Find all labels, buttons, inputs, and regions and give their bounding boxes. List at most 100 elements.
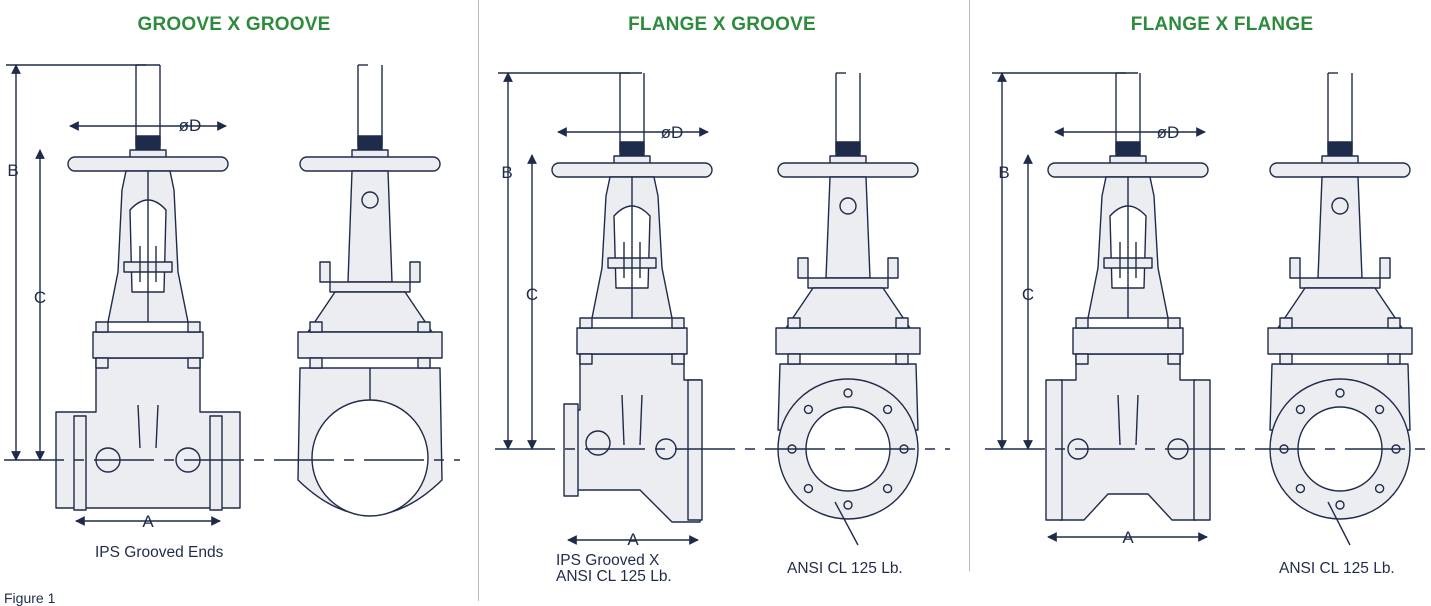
dim-c-label: C bbox=[1022, 285, 1034, 304]
stem-nut bbox=[1115, 141, 1141, 157]
bonnet-bolt bbox=[1167, 353, 1181, 365]
dim-c-label: C bbox=[526, 285, 538, 304]
caption-ansi-cl125-right: ANSI CL 125 Lb. bbox=[1279, 560, 1395, 577]
bonnet-bolt bbox=[1167, 317, 1181, 329]
gland-side bbox=[329, 281, 411, 293]
bonnet-side bbox=[1277, 287, 1403, 329]
dim-a-label: A bbox=[142, 512, 154, 531]
caption-ips-grooved-ends: IPS Grooved Ends bbox=[95, 544, 224, 561]
bonnet-bolt bbox=[1279, 353, 1293, 365]
handwheel bbox=[1269, 162, 1411, 178]
bonnet-flange bbox=[92, 331, 204, 359]
bonnet-bolt bbox=[309, 357, 323, 369]
stem-nut bbox=[135, 135, 161, 151]
bonnet-flange-side bbox=[297, 331, 443, 359]
caption-ansi-cl125-middle: ANSI CL 125 Lb. bbox=[787, 560, 903, 577]
bonnet-side bbox=[307, 291, 433, 333]
stem-nut bbox=[619, 141, 645, 157]
gland-bolt bbox=[887, 257, 899, 279]
bonnet-bolt bbox=[787, 317, 801, 329]
flange-end-left bbox=[1045, 379, 1063, 521]
bonnet-bolt bbox=[1075, 353, 1089, 365]
body-rib bbox=[1117, 394, 1139, 446]
panel-title-flange-flange: FLANGE X FLANGE bbox=[1130, 14, 1314, 35]
gland-bolt bbox=[1289, 257, 1301, 279]
bonnet-bolt bbox=[1075, 317, 1089, 329]
valve-body bbox=[1059, 353, 1197, 521]
body-rib bbox=[137, 404, 159, 449]
bonnet-flange-side bbox=[1267, 327, 1413, 355]
panel-divider bbox=[969, 0, 970, 571]
gland-bolt bbox=[797, 257, 809, 279]
flange-bolt-hole bbox=[1335, 388, 1345, 398]
flange-bolt-hole bbox=[1295, 483, 1306, 494]
gland-side bbox=[1299, 277, 1381, 289]
bonnet-bolt bbox=[671, 317, 685, 329]
bonnet-bolt bbox=[417, 321, 431, 333]
flange-bolt-hole bbox=[803, 404, 814, 415]
bonnet-bolt bbox=[787, 353, 801, 365]
flange-bolt-hole bbox=[882, 483, 893, 494]
pipe-bore bbox=[311, 399, 429, 517]
flange-bolt-hole bbox=[882, 404, 893, 415]
flange-bolt-hole bbox=[803, 483, 814, 494]
flange-bolt-hole bbox=[1374, 483, 1385, 494]
yoke-side bbox=[1317, 176, 1363, 279]
groove-end-left bbox=[73, 415, 87, 511]
flange-bolt-hole bbox=[1374, 404, 1385, 415]
stem-nut bbox=[835, 141, 861, 157]
groove-end-right bbox=[209, 415, 223, 511]
bonnet-flange-side bbox=[775, 327, 921, 355]
yoke-side bbox=[825, 176, 871, 279]
stem-nut bbox=[357, 135, 383, 151]
stem-nut bbox=[1327, 141, 1353, 157]
figure-label: Figure 1 bbox=[4, 590, 56, 606]
gland-bolt bbox=[409, 261, 421, 283]
yoke-hole bbox=[839, 197, 857, 215]
bonnet-bolt bbox=[1279, 317, 1293, 329]
bonnet-bolt bbox=[671, 353, 685, 365]
bonnet-side bbox=[785, 287, 911, 329]
bonnet-bolt bbox=[579, 317, 593, 329]
handwheel bbox=[777, 162, 919, 178]
bonnet-bolt bbox=[95, 357, 109, 369]
bonnet-bolt bbox=[187, 321, 201, 333]
bonnet-bolt bbox=[895, 317, 909, 329]
handwheel bbox=[551, 162, 713, 178]
bonnet-bolt bbox=[309, 321, 323, 333]
bonnet-flange bbox=[1072, 327, 1184, 355]
flange-bolt-hole bbox=[1295, 404, 1306, 415]
dim-b-label: B bbox=[998, 163, 1009, 182]
panel-title-flange-groove: FLANGE X GROOVE bbox=[628, 14, 816, 35]
dim-d-label: øD bbox=[661, 123, 684, 142]
dim-d-label: øD bbox=[179, 116, 202, 135]
dim-b-label: B bbox=[501, 163, 512, 182]
gland-side bbox=[807, 277, 889, 289]
flange-end-right bbox=[1193, 379, 1211, 521]
dim-d-label: øD bbox=[1157, 123, 1180, 142]
flange-bolt-hole bbox=[843, 500, 853, 510]
panel-divider bbox=[478, 0, 479, 601]
yoke-hole bbox=[361, 191, 379, 209]
body-port bbox=[585, 430, 611, 456]
handwheel bbox=[299, 156, 441, 172]
panel-title-groove-groove: GROOVE X GROOVE bbox=[137, 14, 331, 35]
bonnet-bolt bbox=[187, 357, 201, 369]
yoke-hole bbox=[1331, 197, 1349, 215]
leader-line bbox=[834, 501, 859, 546]
dim-a-label: A bbox=[627, 530, 639, 549]
flange-end-right bbox=[687, 379, 703, 521]
bonnet-bolt bbox=[1387, 317, 1401, 329]
leader-line bbox=[1327, 501, 1351, 546]
groove-end-left bbox=[563, 403, 579, 497]
handwheel bbox=[1047, 162, 1209, 178]
gland-bolt bbox=[1379, 257, 1391, 279]
yoke-side bbox=[347, 170, 393, 283]
dim-c-label: C bbox=[34, 288, 46, 307]
bonnet-flange bbox=[576, 327, 688, 355]
bonnet-bolt bbox=[1387, 353, 1401, 365]
bonnet-bolt bbox=[417, 357, 431, 369]
bonnet-bolt bbox=[895, 353, 909, 365]
